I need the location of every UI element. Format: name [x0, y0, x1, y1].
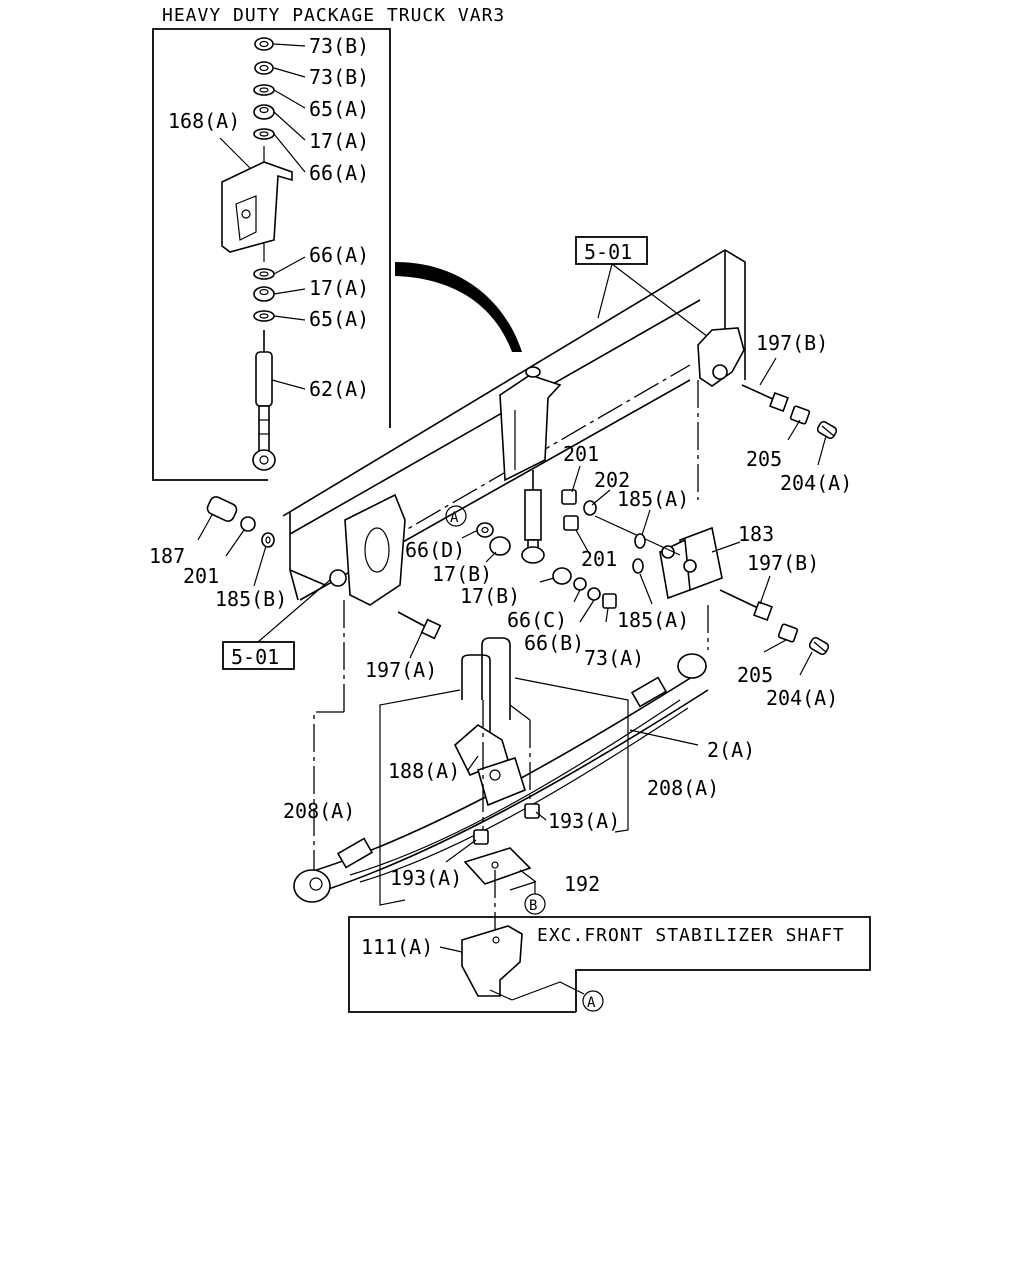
- bolt-197b-upper: [741, 384, 789, 412]
- label-183: 183: [738, 522, 774, 546]
- label-73a: 73(A): [584, 646, 644, 670]
- washer-65a-upper: [253, 84, 275, 96]
- ref-marker-a-lower: A: [582, 990, 604, 1012]
- washer-66c: [573, 577, 587, 591]
- label-2a: 2(A): [707, 738, 755, 762]
- bushing-17a-upper: [253, 104, 275, 120]
- label-inset-73b-2: 73(B): [309, 65, 369, 89]
- label-193a-left: 193(A): [390, 866, 462, 890]
- u-bolts: [461, 637, 511, 760]
- frame-ref-bottom: 5-01: [222, 579, 331, 670]
- label-204a-lower: 204(A): [766, 686, 838, 710]
- bushing-17a-lower: [253, 286, 275, 302]
- label-66b: 66(B): [524, 631, 584, 655]
- bracket-111a: [461, 925, 523, 997]
- label-inset-65a-2: 65(A): [309, 307, 369, 331]
- ref-marker-a-upper: A: [445, 505, 467, 527]
- label-208a-right: 208(A): [647, 776, 719, 800]
- shackle-183: [594, 515, 723, 600]
- svg-text:B: B: [529, 898, 537, 914]
- nut-73a: [602, 593, 617, 609]
- nut-201-lower: [563, 515, 579, 531]
- nut-205-lower: [777, 623, 799, 643]
- spring-pad: [477, 756, 526, 807]
- label-202: 202: [594, 468, 630, 492]
- washer-66a-upper: [253, 128, 275, 140]
- label-185a-lower: 185(A): [617, 608, 689, 632]
- grease-fitting-204a-lower: [808, 636, 830, 656]
- label-inset-65a-1: 65(A): [309, 97, 369, 121]
- label-inset-66a-1: 66(A): [309, 161, 369, 185]
- label-inset-66a-2: 66(A): [309, 243, 369, 267]
- spring-seat-188a: [454, 724, 509, 777]
- label-192: 192: [564, 872, 600, 896]
- washer-185b: [261, 532, 275, 548]
- bushing-17b-lower: [552, 567, 572, 585]
- label-111a: 111(A): [361, 935, 433, 959]
- label-inset-17a-2: 17(A): [309, 276, 369, 300]
- nut-201-upper: [561, 489, 577, 505]
- frame-ref-top-label: 5-01: [584, 240, 632, 264]
- washer-65a-lower: [253, 310, 275, 322]
- grease-fitting-204a-upper: [816, 420, 838, 440]
- nut-193a-left: [473, 829, 489, 845]
- nut-205-upper: [789, 405, 811, 425]
- nut-201-left: [240, 516, 256, 532]
- nut-193a-right: [524, 803, 540, 819]
- grease-fitting-187: [206, 496, 238, 522]
- bolt-197a: [397, 611, 442, 640]
- bracket-168a: [221, 161, 293, 253]
- group-bracket-208a-right: [514, 677, 629, 833]
- label-201-lower: 201: [581, 547, 617, 571]
- label-185a-upper: 185(A): [617, 487, 689, 511]
- svg-text:A: A: [450, 510, 459, 526]
- label-205-upper: 205: [746, 447, 782, 471]
- label-66c: 66(C): [507, 608, 567, 632]
- shock-absorber-installed: [521, 470, 545, 564]
- label-inset-17a-1: 17(A): [309, 129, 369, 153]
- label-inset-73b-1: 73(B): [309, 34, 369, 58]
- shock-upper-bracket: [499, 374, 562, 482]
- shock-absorber-62a: [252, 330, 276, 471]
- label-inset-62a: 62(A): [309, 377, 369, 401]
- page-title: HEAVY DUTY PACKAGE TRUCK VAR3: [162, 5, 505, 26]
- ref-marker-b: B: [509, 881, 546, 915]
- label-197b-lower: 197(B): [747, 551, 819, 575]
- label-205-lower: 205: [737, 663, 773, 687]
- shock-absorber-inset: 73(B) 73(B) 65(A) 17(A) 168(A) 66(A) 66(…: [152, 28, 391, 481]
- group-bracket-208a-left: [379, 689, 461, 906]
- label-197b-upper: 197(B): [756, 331, 828, 355]
- label-193a-right: 193(A): [548, 809, 620, 833]
- washer-66d: [476, 522, 494, 538]
- detail-pointer-arrow: [395, 262, 522, 352]
- front-hanger-bracket: [344, 493, 406, 606]
- bushing-17b-upper: [489, 536, 511, 556]
- stabilizer-bracket-box: EXC.FRONT STABILIZER SHAFT 111(A) A: [348, 916, 871, 1013]
- label-188a: 188(A): [388, 759, 460, 783]
- washer-66a-lower: [253, 268, 275, 280]
- frame-ref-top: 5-01: [575, 236, 713, 341]
- label-185b: 185(B): [215, 587, 287, 611]
- label-187: 187: [149, 544, 185, 568]
- nut-73b-lower: [254, 61, 274, 75]
- label-204a-upper: 204(A): [780, 471, 852, 495]
- frame-ref-bottom-label: 5-01: [231, 645, 279, 669]
- rear-hanger-bracket: [697, 327, 745, 387]
- note-exc-stabilizer: EXC.FRONT STABILIZER SHAFT: [537, 925, 845, 946]
- label-inset-168a: 168(A): [168, 109, 240, 133]
- washer-185a-lower: [632, 558, 644, 574]
- label-201-left: 201: [183, 564, 219, 588]
- bolt-197b-lower: [719, 589, 773, 621]
- label-201-upper: 201: [563, 442, 599, 466]
- svg-text:A: A: [587, 995, 596, 1011]
- washer-185a-upper: [634, 533, 646, 549]
- label-17b-lower: 17(B): [460, 584, 520, 608]
- label-66d: 66(D): [405, 538, 465, 562]
- label-197a: 197(A): [365, 658, 437, 682]
- washer-66b: [587, 587, 601, 601]
- nut-73b-upper: [254, 37, 274, 51]
- label-208a-left: 208(A): [283, 799, 355, 823]
- label-17b-upper: 17(B): [432, 562, 492, 586]
